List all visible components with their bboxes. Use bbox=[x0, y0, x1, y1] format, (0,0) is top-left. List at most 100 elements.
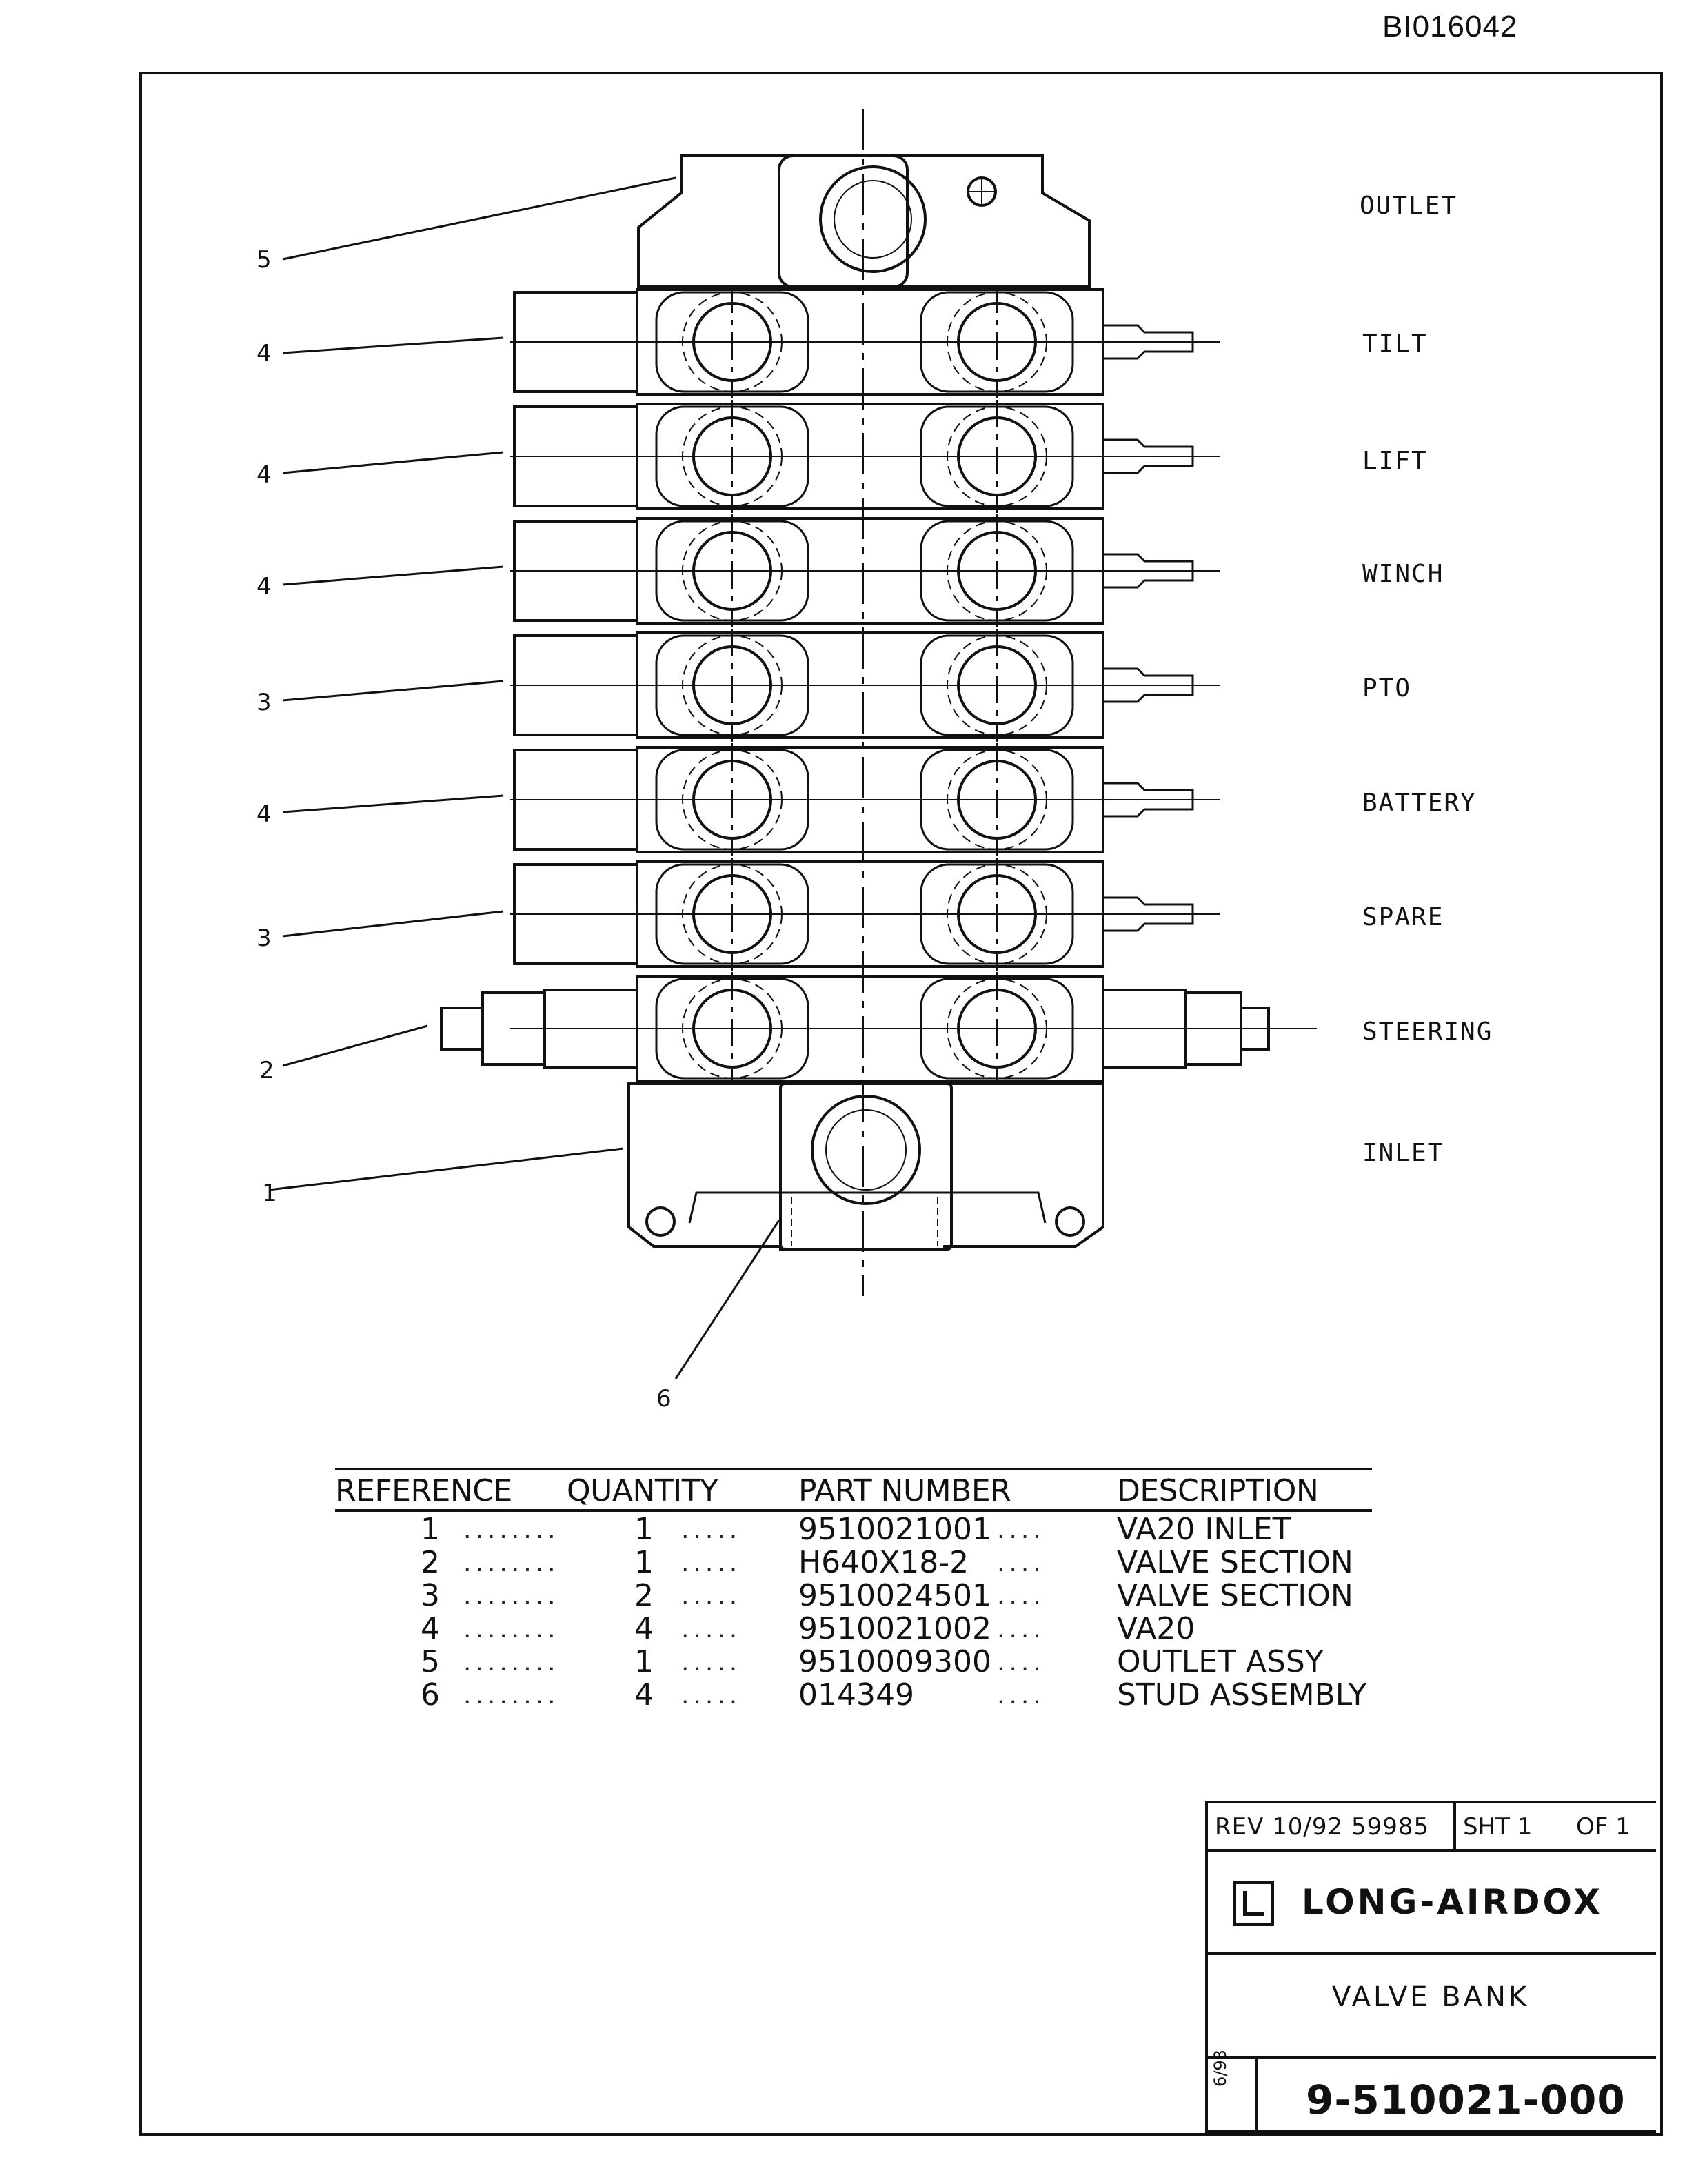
table-row: 4........ 4..... 9510021002.... VA20 bbox=[335, 1611, 1372, 1646]
section-label-steering: STEERING bbox=[1362, 1018, 1493, 1046]
leader-dots: ........ bbox=[463, 1648, 560, 1677]
cell-reference: 1 bbox=[421, 1512, 440, 1547]
cell-reference: 4 bbox=[421, 1611, 440, 1646]
table-row: 2........ 1..... H640X18-2.... VALVE SECTIO… bbox=[335, 1545, 1372, 1580]
callout-number: 4 bbox=[256, 340, 272, 367]
outlet-body bbox=[637, 154, 1091, 288]
table-row: 5........1.....9510009300....OUTLET ASSY bbox=[335, 1644, 1372, 1679]
cell-description: VA20 bbox=[1117, 1611, 1195, 1646]
cell-quantity: 1 bbox=[634, 1512, 654, 1547]
leader-dots: ..... bbox=[681, 1516, 742, 1544]
document-id: BI016042 bbox=[1382, 10, 1518, 43]
leader-dots: ..... bbox=[681, 1615, 742, 1644]
section-label-outlet: OUTLET bbox=[1360, 192, 1457, 220]
leader-dots: .... bbox=[997, 1681, 1045, 1710]
outlet-port-inner bbox=[834, 180, 912, 259]
revision-text: REV 10/92 59985 bbox=[1215, 1813, 1430, 1841]
cell-part-number: 014349 bbox=[798, 1677, 914, 1712]
section-label-battery: BATTERY bbox=[1362, 789, 1477, 817]
leader-dots: ........ bbox=[463, 1681, 560, 1710]
leader-dots: .... bbox=[997, 1615, 1045, 1644]
cell-description: OUTLET ASSY bbox=[1117, 1644, 1324, 1679]
section-label-pto: PTO bbox=[1362, 674, 1411, 702]
inlet-port-circle bbox=[811, 1095, 921, 1205]
parts-table: REFERENCE QUANTITY PART NUMBER DESCRIPTI… bbox=[335, 1468, 1372, 1712]
callout-number: 3 bbox=[256, 689, 272, 716]
cell-description: STUD ASSEMBLY bbox=[1117, 1677, 1367, 1712]
drawing-number: 9-510021-000 bbox=[1306, 2076, 1626, 2123]
cell-part-number: 9510009300 bbox=[798, 1644, 991, 1679]
leader-dots: ..... bbox=[681, 1681, 742, 1710]
leader-dots: ........ bbox=[463, 1615, 560, 1644]
inlet-body bbox=[627, 1082, 1104, 1251]
cell-quantity: 1 bbox=[634, 1545, 654, 1580]
header-part-number: PART NUMBER bbox=[798, 1473, 1011, 1508]
cell-part-number: 9510021002 bbox=[798, 1611, 991, 1646]
callout-number: 5 bbox=[256, 246, 272, 274]
section-label-tilt: TILT bbox=[1362, 330, 1428, 358]
cell-description: VA20 INLET bbox=[1117, 1512, 1291, 1547]
leader-dots: ........ bbox=[463, 1582, 560, 1610]
cell-reference: 5 bbox=[421, 1644, 440, 1679]
section-label-lift: LIFT bbox=[1362, 447, 1428, 475]
leader-dots: .... bbox=[997, 1582, 1045, 1610]
section-label-inlet: INLET bbox=[1362, 1139, 1444, 1167]
table-row: 1........1.....9510021001....VA20 INLET bbox=[335, 1512, 1372, 1547]
date-code: 6/93 bbox=[1211, 2050, 1230, 2087]
sheet-of-text: OF 1 bbox=[1576, 1813, 1631, 1841]
parts-table-header: REFERENCE QUANTITY PART NUMBER DESCRIPTI… bbox=[335, 1468, 1372, 1512]
header-quantity: QUANTITY bbox=[567, 1473, 718, 1508]
callout-number: 2 bbox=[259, 1057, 274, 1084]
header-description: DESCRIPTION bbox=[1117, 1473, 1319, 1508]
cell-part-number: 9510024501 bbox=[798, 1578, 991, 1613]
cell-quantity: 4 bbox=[634, 1677, 654, 1712]
callout-number: 4 bbox=[256, 573, 272, 600]
inlet-port-boss bbox=[779, 1082, 953, 1251]
table-row: 3........ 2..... 9510024501.... VALVE SECTI… bbox=[335, 1578, 1372, 1613]
leader-dots: ........ bbox=[463, 1516, 560, 1544]
leader-dots: ..... bbox=[681, 1582, 742, 1610]
leader-dots: .... bbox=[997, 1549, 1045, 1577]
leader-dots: ..... bbox=[681, 1549, 742, 1577]
header-reference: REFERENCE bbox=[335, 1473, 512, 1508]
callout-number: 4 bbox=[256, 461, 272, 489]
outlet-port-boss bbox=[778, 154, 909, 288]
inlet-port-inner bbox=[825, 1109, 907, 1191]
valve-section bbox=[440, 972, 1317, 1085]
section-label-winch: WINCH bbox=[1362, 560, 1444, 588]
cell-reference: 3 bbox=[421, 1578, 440, 1613]
cell-description: VALVE SECTION bbox=[1117, 1545, 1353, 1580]
cell-description: VALVE SECTION bbox=[1117, 1578, 1353, 1613]
leader-dots: .... bbox=[997, 1648, 1045, 1677]
cell-reference: 6 bbox=[421, 1677, 440, 1712]
outlet-port-circle bbox=[819, 165, 927, 273]
leader-dots: .... bbox=[997, 1516, 1045, 1544]
drawing-frame bbox=[139, 72, 1663, 2136]
section-label-spare: SPARE bbox=[1362, 903, 1444, 931]
drawing-title: VALVE BANK bbox=[1331, 1981, 1530, 2013]
valve-section bbox=[510, 285, 1220, 398]
company-logo-icon bbox=[1233, 1881, 1274, 1926]
leader-dots: ..... bbox=[681, 1648, 742, 1677]
valve-section bbox=[510, 400, 1220, 513]
title-block: REV 10/92 59985 SHT 1 OF 1 LONG-AIRDOX V… bbox=[1205, 1801, 1656, 2133]
leader-dots: ........ bbox=[463, 1549, 560, 1577]
sheet-text: SHT 1 bbox=[1463, 1813, 1533, 1841]
valve-section bbox=[510, 629, 1220, 742]
callout-number: 4 bbox=[256, 800, 272, 828]
cell-quantity: 2 bbox=[634, 1578, 654, 1613]
valve-section bbox=[510, 858, 1220, 971]
valve-section bbox=[510, 743, 1220, 856]
company-name: LONG-AIRDOX bbox=[1302, 1882, 1603, 1922]
cell-reference: 2 bbox=[421, 1545, 440, 1580]
table-row: 6........ 4..... 014349.... STUD ASSEMBLY bbox=[335, 1677, 1372, 1712]
callout-number: 6 bbox=[656, 1385, 672, 1413]
inlet-bolt-left bbox=[645, 1206, 676, 1237]
inlet-bolt-right bbox=[1055, 1206, 1085, 1237]
valve-section bbox=[510, 514, 1220, 627]
callout-number: 1 bbox=[262, 1180, 277, 1207]
cell-part-number: H640X18-2 bbox=[798, 1545, 969, 1580]
cell-quantity: 4 bbox=[634, 1611, 654, 1646]
